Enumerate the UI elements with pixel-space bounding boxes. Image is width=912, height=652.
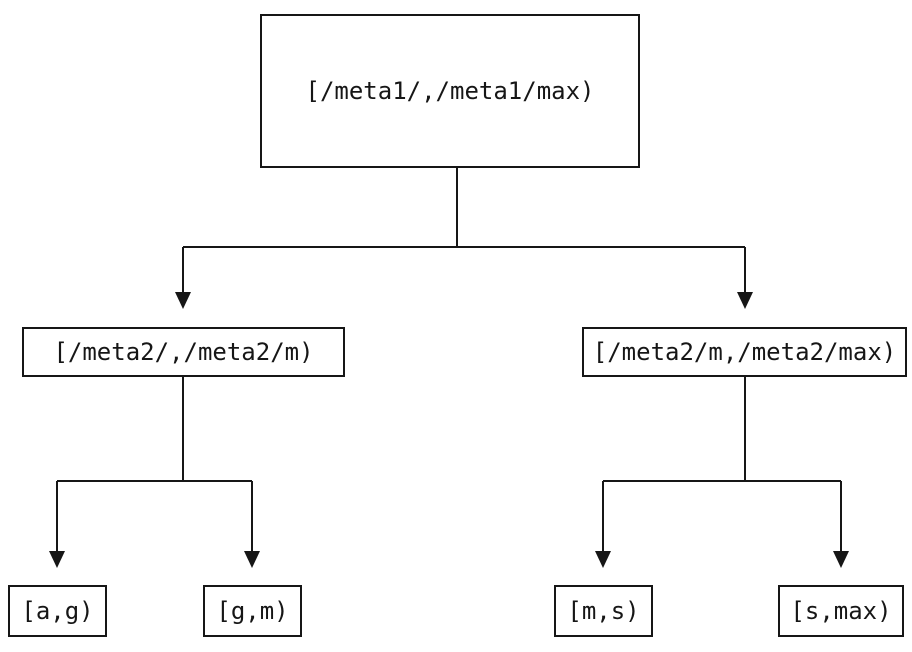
arrowhead-icon bbox=[175, 292, 191, 309]
arrowhead-icon bbox=[244, 551, 260, 568]
arrowhead-icon bbox=[595, 551, 611, 568]
node-label: [a,g) bbox=[21, 597, 94, 625]
edge-right-mid-to-leaf-ms bbox=[595, 481, 611, 568]
arrowhead-icon bbox=[833, 551, 849, 568]
arrowhead-icon bbox=[737, 292, 753, 309]
node-label: [s,max) bbox=[790, 597, 892, 625]
node-leaf-ag: [a,g) bbox=[8, 585, 107, 637]
edge-right-mid-trunk bbox=[603, 377, 841, 482]
node-label: [/meta1/,/meta1/max) bbox=[305, 77, 595, 105]
edge-root-to-left-mid bbox=[175, 247, 191, 309]
node-label: [g,m) bbox=[216, 597, 289, 625]
node-left-mid-interval: [/meta2/,/meta2/m) bbox=[22, 327, 345, 377]
node-label: [m,s) bbox=[567, 597, 640, 625]
node-root-interval: [/meta1/,/meta1/max) bbox=[260, 14, 640, 168]
node-label: [/meta2/m,/meta2/max) bbox=[592, 338, 897, 366]
edge-left-mid-trunk bbox=[57, 377, 252, 482]
edge-left-mid-to-leaf-ag bbox=[49, 481, 65, 568]
edge-right-mid-to-leaf-smax bbox=[833, 481, 849, 568]
edge-root-to-right-mid bbox=[737, 247, 753, 309]
node-leaf-ms: [m,s) bbox=[554, 585, 653, 637]
edge-left-mid-to-leaf-gm bbox=[244, 481, 260, 568]
node-label: [/meta2/,/meta2/m) bbox=[53, 338, 314, 366]
arrowhead-icon bbox=[49, 551, 65, 568]
node-leaf-smax: [s,max) bbox=[778, 585, 904, 637]
edge-root-trunk bbox=[183, 168, 745, 248]
node-leaf-gm: [g,m) bbox=[203, 585, 302, 637]
node-right-mid-interval: [/meta2/m,/meta2/max) bbox=[582, 327, 907, 377]
